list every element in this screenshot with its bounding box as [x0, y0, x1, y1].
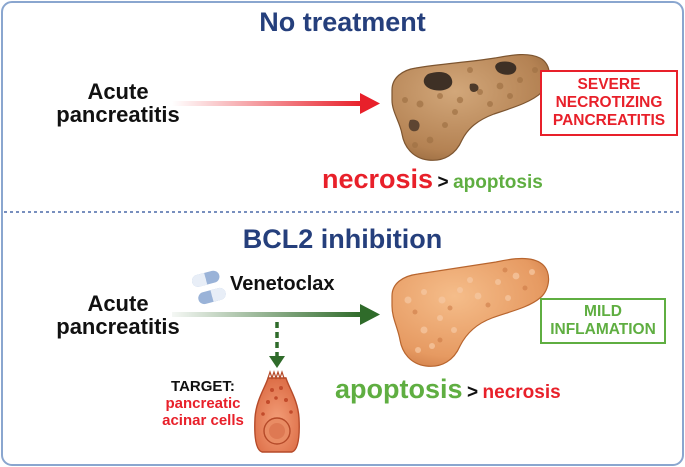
necrotic-pancreas-icon: [391, 53, 550, 161]
secondary-process: necrosis: [482, 382, 561, 403]
primary-process: necrosis: [322, 164, 434, 194]
outcome-line3: PANCREATITIS: [552, 112, 666, 129]
condition-label-bottom: Acute pancreatitis: [48, 292, 188, 338]
secondary-process: apoptosis: [453, 172, 543, 193]
outcome-line1: MILD: [584, 303, 622, 320]
drug-label: Venetoclax: [230, 273, 335, 295]
target-heading: TARGET:: [171, 378, 235, 395]
condition-line1: Acute: [87, 291, 149, 316]
outcome-box-severe: SEVERE NECROTIZING PANCREATITIS: [540, 70, 678, 136]
primary-process: apoptosis: [335, 374, 463, 404]
outcome-line2: INFLAMATION: [550, 321, 656, 338]
acinar-cell-icon: [254, 370, 300, 453]
comparator: >: [437, 172, 449, 193]
pancreas-icon: [391, 257, 550, 367]
condition-line1: Acute: [87, 79, 149, 104]
panel-title-bcl2-inhibition: BCL2 inhibition: [242, 224, 443, 254]
process-comparison-top: necrosis > apoptosis: [322, 164, 543, 195]
pill-icon: [191, 270, 226, 305]
outcome-line1: SEVERE: [577, 76, 641, 93]
target-line1: pancreatic: [165, 395, 241, 412]
condition-line2: pancreatitis: [56, 102, 180, 127]
panel-title-no-treatment: No treatment: [259, 7, 426, 37]
progression-arrow: [172, 93, 380, 114]
process-comparison-bottom: apoptosis > necrosis: [335, 374, 561, 405]
outcome-box-mild: MILD INFLAMATION: [540, 298, 666, 344]
outcome-line2: NECROTIZING: [555, 94, 663, 111]
target-arrow: [269, 322, 285, 368]
condition-line2: pancreatitis: [56, 314, 180, 339]
comparator: >: [466, 382, 479, 403]
treatment-arrow: [172, 304, 380, 325]
target-line2: acinar cells: [162, 412, 244, 429]
condition-label: Acute pancreatitis: [48, 80, 188, 126]
target-label: TARGET: pancreatic acinar cells: [148, 378, 258, 429]
